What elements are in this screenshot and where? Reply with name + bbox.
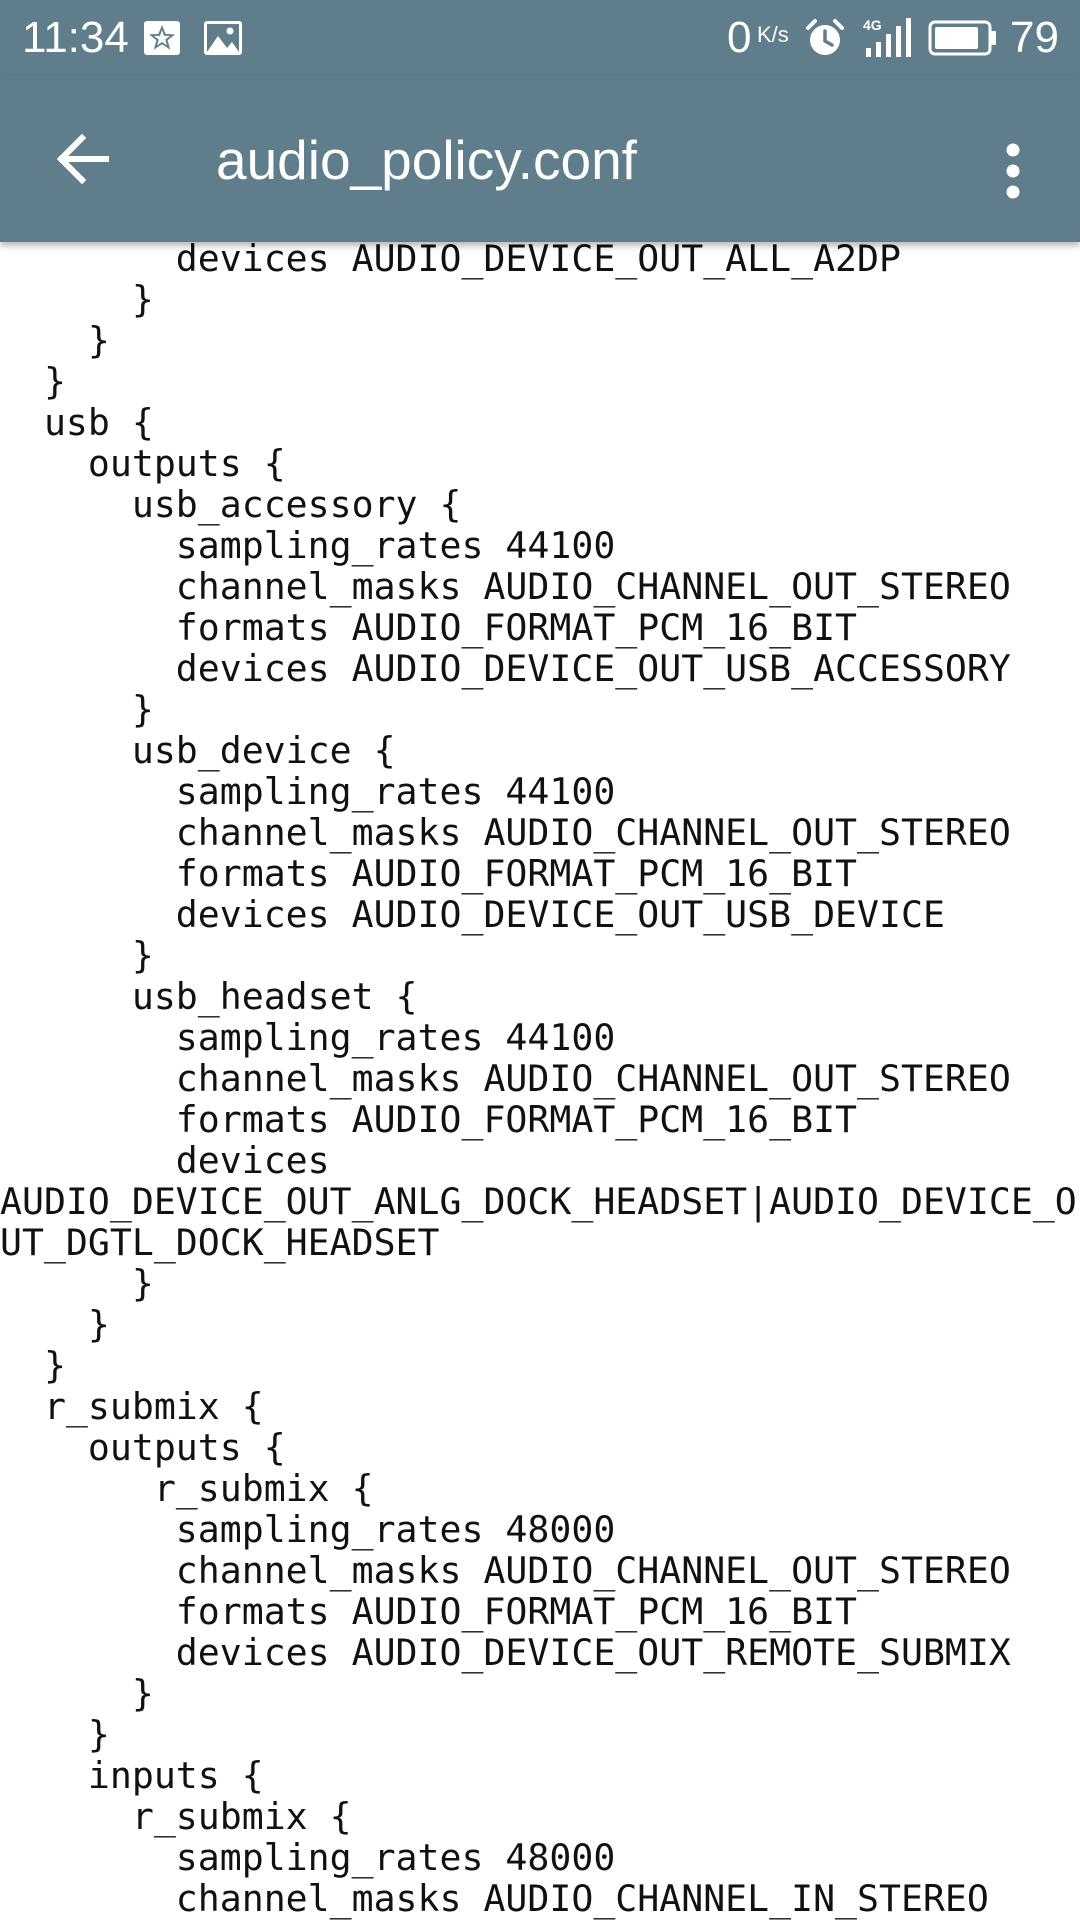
- overflow-menu-button[interactable]: [988, 126, 1038, 216]
- net-speed-unit: K/s: [757, 22, 789, 47]
- file-text: formats AUDIO_FORMAT_PCM_16_BIT devices …: [0, 204, 1077, 1920]
- image-notification-icon: [203, 20, 242, 56]
- status-time: 11:34: [22, 13, 129, 62]
- star-notification-icon: [143, 20, 181, 56]
- 4g-signal-icon: 4G: [862, 16, 914, 63]
- network-type-label: 4G: [863, 17, 882, 33]
- arrow-back-icon: [56, 133, 109, 185]
- file-content-viewer[interactable]: formats AUDIO_FORMAT_PCM_16_BIT devices …: [0, 204, 1080, 1920]
- more-vert-icon: [1006, 143, 1020, 199]
- status-bar: 11:34 0 K/s 4G: [0, 0, 1080, 76]
- back-button[interactable]: [38, 114, 128, 204]
- net-speed-value: 0: [727, 13, 752, 62]
- battery-level: 79: [1010, 13, 1059, 62]
- battery-icon: [928, 20, 998, 61]
- page-title: audio_policy.conf: [216, 129, 637, 191]
- alarm-icon: [805, 18, 845, 63]
- app-bar: audio_policy.conf: [0, 76, 1080, 242]
